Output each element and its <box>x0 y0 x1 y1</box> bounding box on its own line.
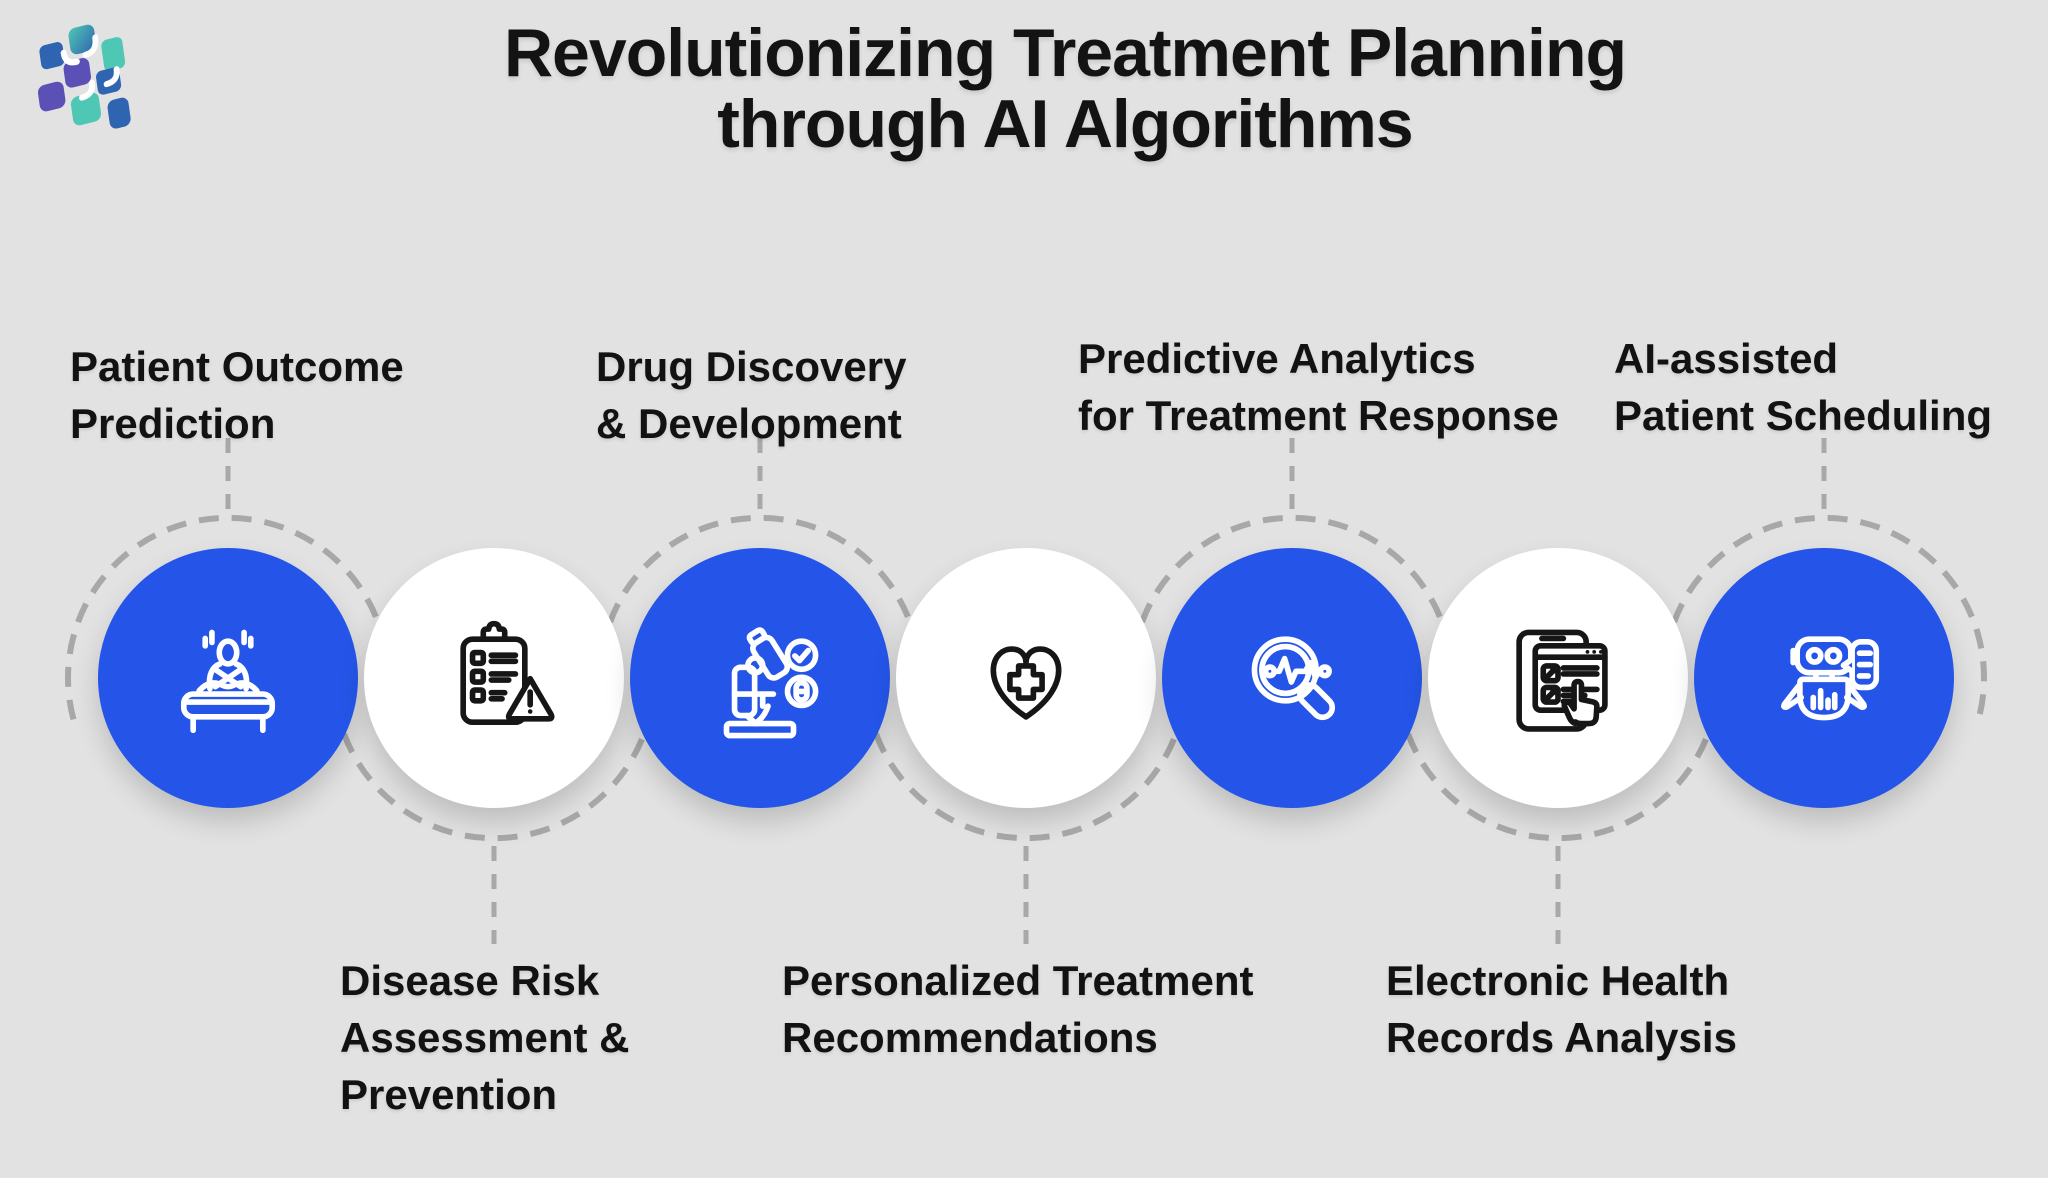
logo-squares <box>37 24 131 129</box>
step-circle-patient-outcome <box>98 548 358 808</box>
label-line: Drug Discovery <box>596 343 907 390</box>
label-line: AI-assisted <box>1614 335 1839 382</box>
step-label-disease-risk: Disease Risk Assessment & Prevention <box>340 952 629 1123</box>
step-circle-drug-discovery <box>630 548 890 808</box>
label-line: Patient Scheduling <box>1614 392 1993 439</box>
step-label-predictive-analytics: Predictive Analytics for Treatment Respo… <box>1078 330 1559 444</box>
ehr-tablet-icon <box>1516 629 1608 732</box>
label-line: Prevention <box>340 1071 558 1118</box>
label-line: Patient Outcome <box>70 343 404 390</box>
label-line: Prediction <box>70 400 276 447</box>
label-line: Assessment & <box>340 1014 630 1061</box>
label-line: Disease Risk <box>340 957 600 1004</box>
page-title-line1: Revolutionizing Treatment Planning <box>503 15 1627 91</box>
step-circle-ai-scheduling <box>1694 548 1954 808</box>
step-label-ehr-analysis: Electronic Health Records Analysis <box>1386 952 1737 1066</box>
label-line: Recommendations <box>782 1014 1158 1061</box>
label-line: Electronic Health <box>1386 957 1730 1004</box>
label-line: Personalized Treatment <box>782 957 1254 1004</box>
step-circle-ehr-analysis <box>1428 548 1688 808</box>
patient-on-bed-icon <box>180 629 276 734</box>
checklist-warning-icon <box>460 620 555 726</box>
step-label-patient-outcome: Patient Outcome Prediction <box>70 338 404 452</box>
step-label-ai-scheduling: AI-assisted Patient Scheduling <box>1614 330 1992 444</box>
step-label-personalized-treatment: Personalized Treatment Recommendations <box>782 952 1254 1066</box>
step-circle-personalized-treatment <box>896 548 1156 808</box>
label-line: Records Analysis <box>1386 1014 1737 1061</box>
heart-cross-icon <box>990 646 1062 720</box>
brand-logo <box>37 24 131 129</box>
step-circle-disease-risk <box>364 548 624 808</box>
label-line: & Development <box>596 400 902 447</box>
magnifier-pulse-icon <box>1251 636 1336 721</box>
page-title: Revolutionizing Treatment Planning throu… <box>0 15 2048 163</box>
step-circle-predictive-analytics <box>1162 548 1422 808</box>
step-label-drug-discovery: Drug Discovery & Development <box>596 338 906 452</box>
chatbot-robot-icon <box>1781 636 1880 721</box>
label-line: for Treatment Response <box>1078 392 1559 439</box>
microscope-icon <box>723 627 819 739</box>
page-title-line2: through AI Algorithms <box>717 86 1413 163</box>
label-line: Predictive Analytics <box>1078 335 1476 382</box>
